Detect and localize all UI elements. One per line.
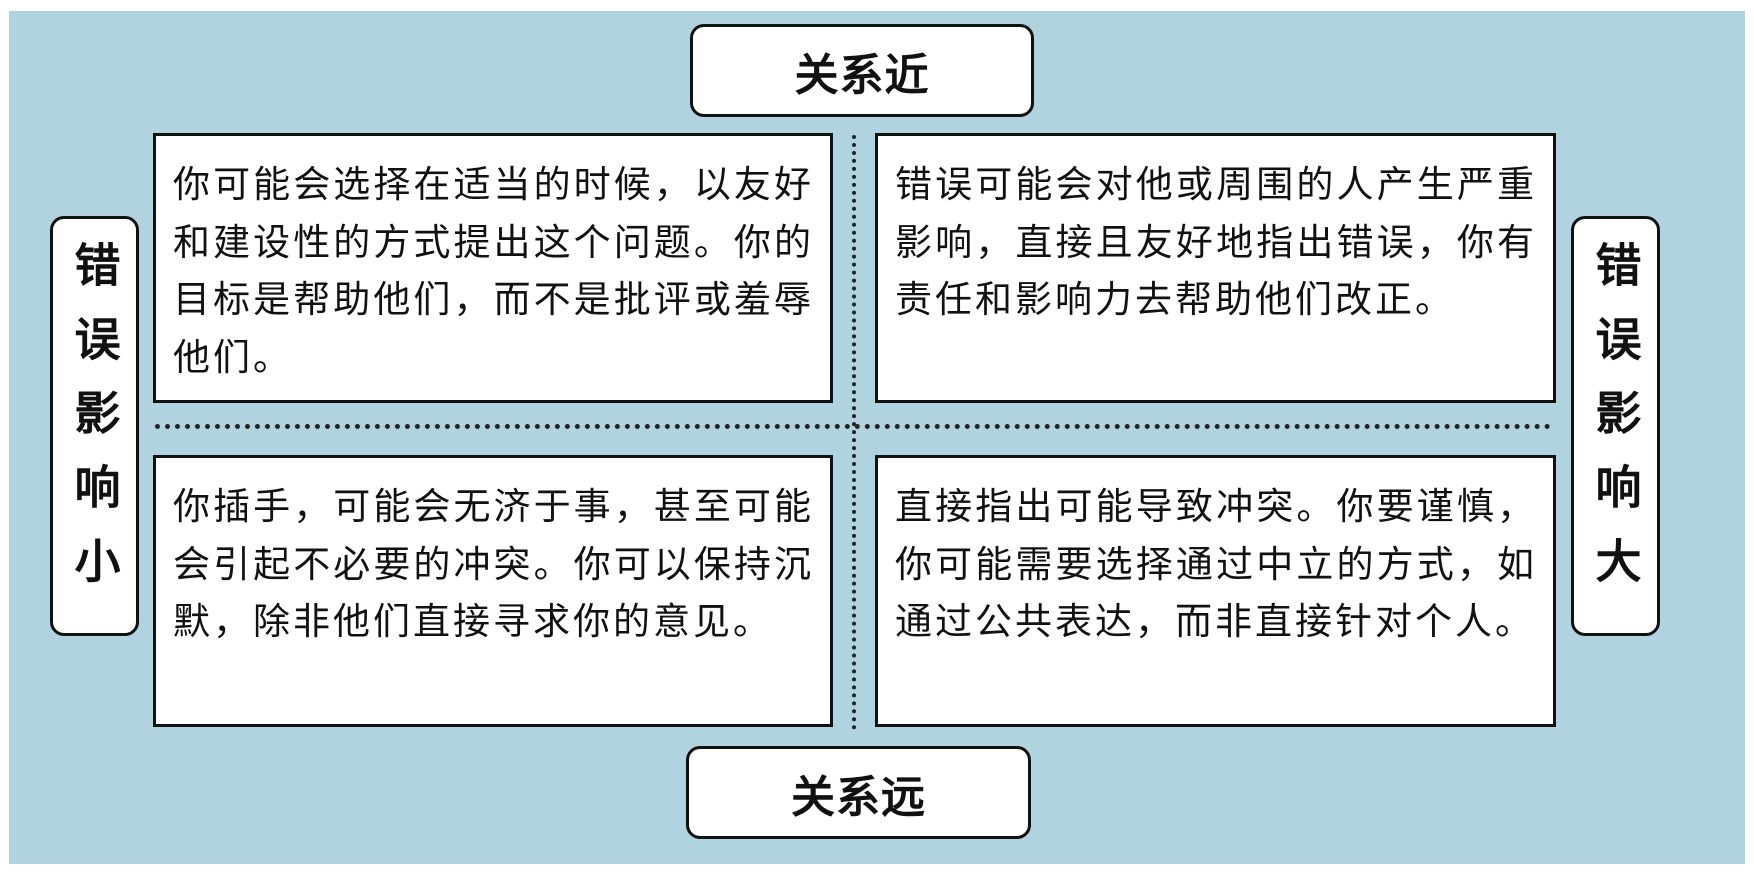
quadrant-top-right: 错误可能会对他或周围的人产生严重影响，直接且友好地指出错误，你有责任和影响力去帮… bbox=[875, 133, 1556, 403]
right-label-text: 错误影响大 bbox=[1588, 241, 1643, 611]
left-label-text: 错误影响小 bbox=[67, 241, 122, 611]
quadrant-bottom-right: 直接指出可能导致冲突。你要谨慎，你可能需要选择通过中立的方式，如通过公共表达，而… bbox=[875, 455, 1556, 727]
top-label-close-relationship: 关系近 bbox=[690, 24, 1034, 117]
quadrant-bottom-right-text: 直接指出可能导致冲突。你要谨慎，你可能需要选择通过中立的方式，如通过公共表达，而… bbox=[895, 485, 1537, 643]
right-label-major-impact: 错误影响大 bbox=[1571, 216, 1660, 636]
bottom-label-distant-relationship: 关系远 bbox=[686, 746, 1031, 839]
quadrant-bottom-left-text: 你插手，可能会无济于事，甚至可能会引起不必要的冲突。你可以保持沉默，除非他们直接… bbox=[173, 485, 814, 643]
top-label-text: 关系近 bbox=[794, 49, 930, 101]
vertical-divider bbox=[852, 135, 856, 730]
bottom-label-text: 关系远 bbox=[791, 771, 926, 823]
horizontal-divider bbox=[155, 424, 1551, 429]
left-label-minor-impact: 错误影响小 bbox=[50, 216, 139, 636]
quadrant-top-left: 你可能会选择在适当的时候，以友好和建设性的方式提出这个问题。你的目标是帮助他们，… bbox=[153, 133, 833, 403]
quadrant-top-left-text: 你可能会选择在适当的时候，以友好和建设性的方式提出这个问题。你的目标是帮助他们，… bbox=[173, 163, 814, 379]
quadrant-top-right-text: 错误可能会对他或周围的人产生严重影响，直接且友好地指出错误，你有责任和影响力去帮… bbox=[895, 163, 1537, 321]
quadrant-bottom-left: 你插手，可能会无济于事，甚至可能会引起不必要的冲突。你可以保持沉默，除非他们直接… bbox=[153, 455, 833, 727]
